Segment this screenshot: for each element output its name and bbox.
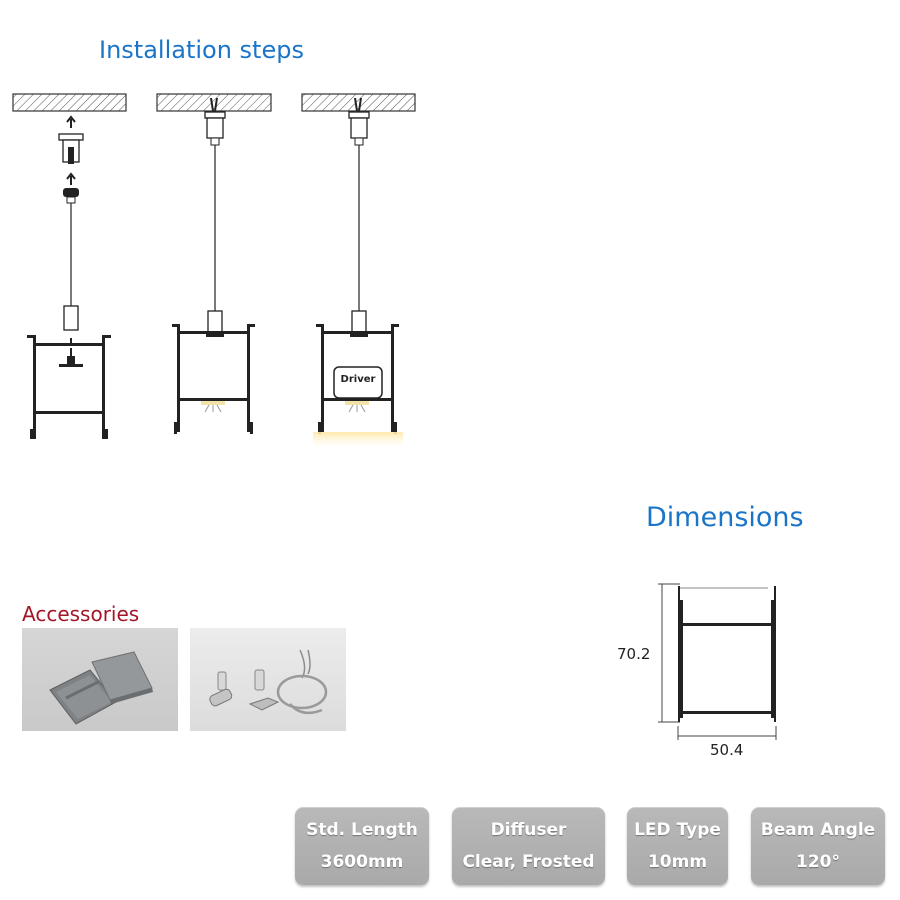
dimension-height: 70.2	[617, 645, 651, 663]
ceiling-2	[156, 93, 272, 112]
spec-card-diffuser: Diffuser Clear, Frosted	[452, 807, 605, 885]
ceiling-3	[301, 93, 416, 112]
spec-label: Beam Angle	[760, 820, 876, 840]
arrow-up-icon	[66, 172, 76, 185]
cable-gripper	[63, 188, 79, 197]
installation-title: Installation steps	[99, 36, 304, 64]
spec-value: 120°	[796, 852, 840, 872]
spec-value: Clear, Frosted	[462, 852, 595, 872]
accessory-end-caps-image	[22, 628, 178, 731]
spec-value: 3600mm	[320, 852, 404, 872]
arrow-up-icon	[66, 115, 76, 128]
light-glow	[313, 432, 403, 446]
driver-label: Driver	[340, 374, 376, 385]
spec-card-length: Std. Length 3600mm	[295, 807, 429, 885]
step-1	[12, 93, 127, 439]
step-2	[156, 93, 272, 434]
dimension-width: 50.4	[710, 741, 744, 759]
accessory-suspension-kit-image	[190, 628, 346, 731]
spec-label: Diffuser	[490, 820, 567, 840]
dimension-drawing	[658, 583, 777, 740]
ceiling-1	[12, 93, 127, 112]
spec-card-led-type: LED Type 10mm	[627, 807, 728, 885]
dimensions-title: Dimensions	[646, 502, 804, 533]
spec-value: 10mm	[647, 852, 708, 872]
spec-label: Std. Length	[306, 820, 418, 840]
accessories-title: Accessories	[22, 602, 140, 626]
step-3	[301, 93, 416, 446]
spec-card-beam-angle: Beam Angle 120°	[751, 807, 885, 885]
spec-label: LED Type	[634, 820, 721, 840]
installation-diagram	[12, 93, 416, 446]
